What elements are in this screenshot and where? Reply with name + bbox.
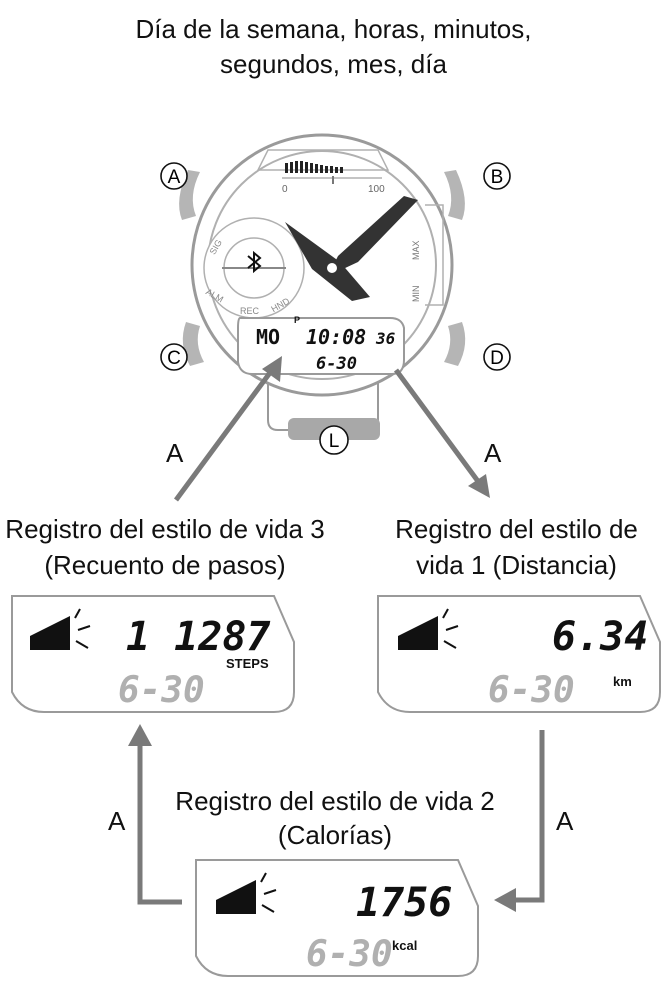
right-scale-min: MIN (411, 286, 421, 303)
arrow-label-left: A (166, 438, 184, 468)
calories-unit: kcal (392, 938, 417, 953)
steps-date: 6-30 (118, 670, 205, 711)
arrow-label-right: A (484, 438, 502, 468)
button-c-pusher[interactable] (182, 322, 204, 366)
button-a-label: A (168, 167, 181, 188)
arrow-label-bottom-left: A (108, 806, 126, 836)
distance-label-line-2: vida 1 (Distancia) (416, 550, 617, 580)
calories-label-line-1: Registro del estilo de vida 2 (175, 786, 495, 816)
button-d-label: D (490, 348, 504, 369)
calories-date: 6-30 (306, 934, 393, 975)
button-b[interactable]: B (483, 162, 511, 190)
button-b-pusher[interactable] (444, 170, 465, 220)
title-line-1: Día de la semana, horas, minutos, (135, 14, 532, 44)
button-l-label: L (329, 431, 340, 452)
arrow-distance-to-calories (494, 730, 545, 912)
title-line-2: segundos, mes, día (220, 49, 447, 79)
distance-unit: km (613, 674, 632, 689)
watch-hands (285, 196, 418, 301)
lcd-date: 6-30 (316, 354, 357, 374)
button-a[interactable]: A (160, 162, 188, 190)
lifelog-graph-icon (398, 608, 459, 650)
calories-value: 1756 (356, 880, 452, 926)
distance-value: 6.34 (552, 614, 648, 660)
lcd-time: 10:08 (306, 325, 366, 349)
steps-unit: STEPS (226, 656, 269, 671)
button-b-label: B (491, 167, 504, 188)
gauge-left-label: 0 (282, 184, 288, 195)
steps-label-line-1: Registro del estilo de vida 3 (5, 514, 325, 544)
arrow-watch-to-distance (393, 368, 490, 498)
arrow-calories-to-steps (128, 724, 182, 905)
watch: 0 100 MAX MIN SIG ALM REC HND MO P 10:08… (179, 133, 466, 440)
calories-screen: 1756 6-30 kcal (195, 859, 479, 977)
button-d[interactable]: D (483, 343, 511, 371)
gauge-right-label: 100 (368, 184, 385, 195)
gauge-bars (285, 161, 343, 173)
bluetooth-icon (247, 250, 262, 274)
lcd-pm-indicator: P (294, 315, 300, 325)
button-c-label: C (167, 348, 181, 369)
steps-screen: 1 1287 STEPS 6-30 (10, 595, 295, 713)
right-scale-max: MAX (411, 240, 421, 260)
button-l[interactable]: L (319, 425, 349, 455)
arrow-label-bottom-right: A (556, 806, 574, 836)
button-d-pusher[interactable] (444, 322, 466, 366)
distance-screen: 6.34 km 6-30 (376, 595, 661, 713)
arrow-watch-to-steps (173, 356, 282, 502)
steps-label-line-2: (Recuento de pasos) (44, 550, 286, 580)
lifelog-graph-icon (216, 872, 277, 914)
button-c[interactable]: C (160, 343, 188, 371)
calories-label-line-2: (Calorías) (277, 820, 393, 850)
steps-value: 1 1287 (126, 614, 271, 660)
bezel-rec: REC (240, 306, 260, 316)
distance-label-line-1: Registro del estilo de (395, 514, 638, 544)
distance-date: 6-30 (488, 670, 575, 711)
lcd-seconds: 36 (375, 329, 396, 348)
lcd-weekday: MO (256, 325, 280, 349)
lifelog-graph-icon (30, 608, 91, 650)
